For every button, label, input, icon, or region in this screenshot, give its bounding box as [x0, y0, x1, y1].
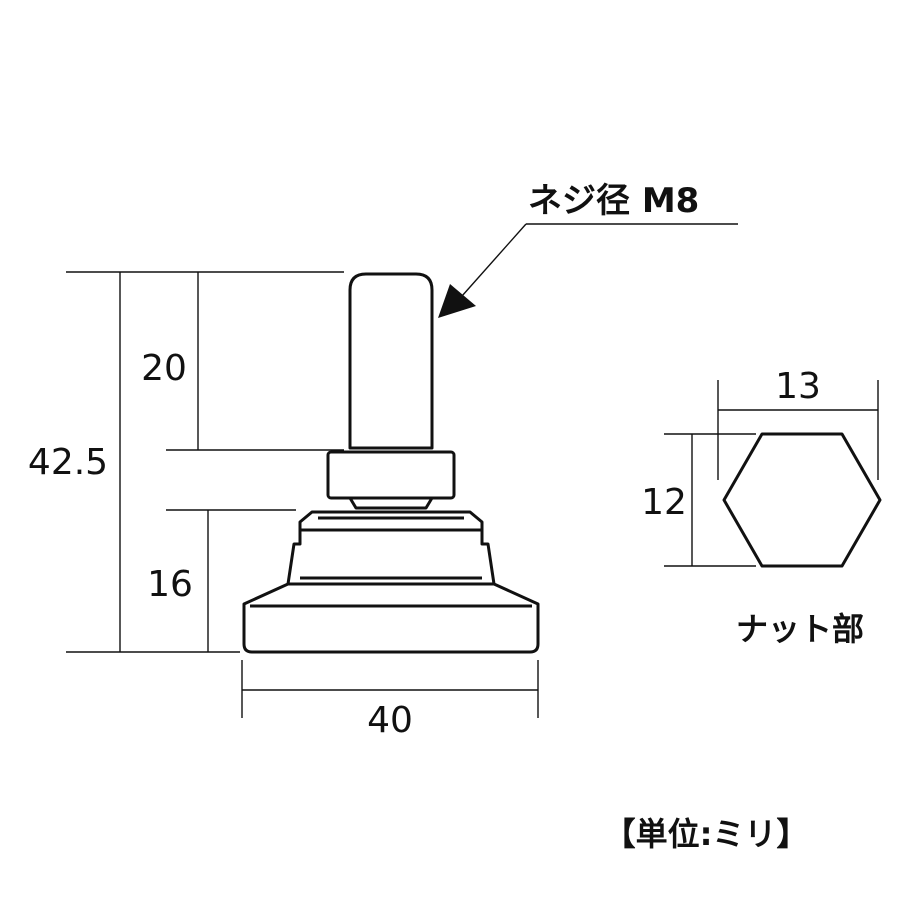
- base-top-rim: [298, 510, 484, 532]
- base-width-value: 40: [367, 700, 413, 741]
- base-height-value: 16: [147, 564, 193, 605]
- nut-width-value: 13: [775, 366, 821, 407]
- thread-diameter-label: ネジ径 M8: [528, 181, 699, 221]
- thread-length-value: 20: [141, 348, 187, 389]
- leveling-foot-part: [242, 272, 540, 654]
- threaded-bolt: [348, 272, 434, 450]
- hexagon-nut-outline: [722, 432, 882, 568]
- thread-leader: [438, 223, 738, 318]
- bolt-neck: [348, 496, 434, 510]
- nut-height-value: 12: [641, 482, 687, 523]
- base-mid-body: [286, 528, 496, 586]
- leader-arrowhead: [438, 284, 476, 318]
- leader-line: [461, 223, 527, 297]
- dimension-lines: [66, 271, 539, 718]
- nut-detail: [664, 380, 882, 568]
- units-label: 【単位:ミリ】: [604, 815, 809, 853]
- total-height-value: 42.5: [28, 442, 108, 483]
- nut-body: [326, 450, 456, 500]
- nut-part-label: ナット部: [736, 610, 864, 648]
- base-foot-pad: [242, 582, 540, 654]
